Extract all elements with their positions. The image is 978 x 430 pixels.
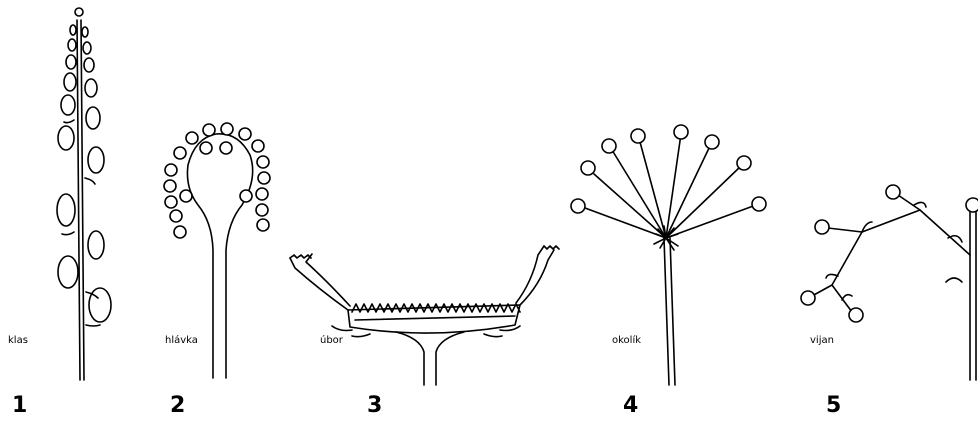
number-cincinnus: 5 xyxy=(826,393,841,418)
label-capitulum: úbor xyxy=(320,334,344,346)
number-capitulum: 3 xyxy=(367,393,382,418)
figure-capitulum xyxy=(290,246,559,385)
label-head: hlávka xyxy=(165,334,198,346)
label-umbel: okolík xyxy=(612,334,641,346)
label-cincinnus: vijan xyxy=(810,335,834,346)
number-umbel: 4 xyxy=(623,393,638,418)
number-spike: 1 xyxy=(12,393,27,418)
number-head: 2 xyxy=(170,393,185,418)
figure-umbel xyxy=(571,125,766,385)
figure-cincinnus xyxy=(801,185,978,380)
figure-spike xyxy=(57,8,111,380)
label-spike: klas xyxy=(8,335,28,346)
